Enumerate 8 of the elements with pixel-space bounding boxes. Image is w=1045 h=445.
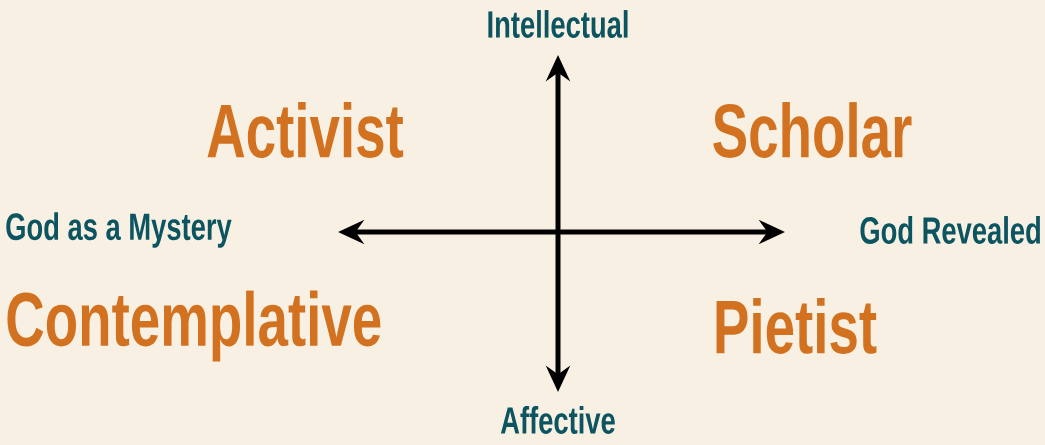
axis-label: God as a Mystery xyxy=(6,212,232,248)
quadrant-label: Contemplative xyxy=(7,290,381,362)
quadrant-label: Scholar xyxy=(713,102,912,158)
quadrant-label: Pietist xyxy=(716,298,877,354)
quadrant-label: Activist xyxy=(207,102,404,158)
axis-label: God Revealed xyxy=(860,216,1040,244)
axis-label: Affective xyxy=(500,406,615,434)
axis-label: Intellectual xyxy=(488,10,628,38)
